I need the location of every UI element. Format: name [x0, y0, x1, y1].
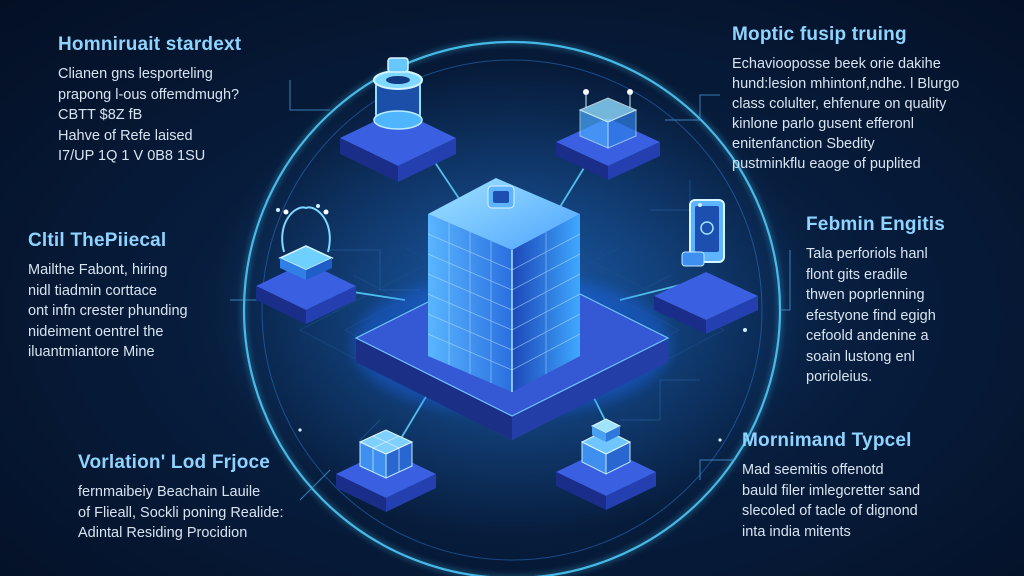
panel-line: efestyone find egigh: [806, 307, 936, 324]
tablet-device-icon: [681, 199, 725, 267]
panel-line: ont infn crester phunding: [28, 303, 188, 319]
panel-line: enitenfanction Sbedity: [732, 136, 875, 152]
panel-title: Mornimand Typcel: [742, 430, 912, 451]
panel-line: Echaviooposse beek orie dakihe: [732, 56, 941, 72]
ring-sparkles: [276, 203, 747, 442]
node-building-block: [556, 418, 656, 510]
node-glass-cube: [556, 89, 660, 180]
panel-line: thwen poprlenning: [806, 287, 925, 303]
panel-line: hund:lesion mhintonf,ndhe. l Blurgo: [732, 76, 960, 92]
panel-line: Adintal Residing Procidion: [78, 525, 248, 541]
panel-line: Hahve of Refe laised: [58, 127, 193, 144]
panel-line: kinlone parlo gusent efferonl: [732, 116, 914, 132]
node-grid-cube: [336, 429, 436, 512]
panel-line: nideiment oentrel the: [28, 323, 164, 340]
panel-line: pustminkflu eaoge of puplited: [732, 156, 921, 172]
inner-orbit-ring: [261, 59, 763, 561]
panel-line: flont gits eradile: [806, 266, 908, 283]
panel-line: fernmaibeiy Beachain Lauile: [78, 484, 261, 500]
server-tower-icon: [427, 178, 581, 392]
panel-line: cefoold andenine a: [806, 328, 929, 344]
glass-cube-icon: [578, 89, 638, 149]
panel-line: Tala perforiols hanl: [806, 246, 928, 262]
panel-title: Vorlation' Lod Frjoce: [78, 452, 271, 473]
node-tablet-device: [654, 199, 758, 334]
panel-bottom-left: Vorlation' Lod Frjoce fernmaibeiy Beacha…: [78, 452, 338, 544]
panel-middle-right: Febmin Engitis Tala perforiols hanl flon…: [806, 214, 1006, 388]
panel-line: bauld filer imlegcretter sand: [742, 482, 921, 499]
node-hologram-pod: [256, 206, 356, 324]
panel-line: of Flieall, Sockli poning Realide:: [78, 504, 284, 521]
panel-line: I7/UP 1Q 1 V 0B8 1SU: [58, 148, 206, 164]
leader-lines: [230, 80, 791, 501]
ring-stack-icon: [373, 57, 423, 130]
hologram-pod-icon: [278, 206, 334, 280]
panel-bottom-right: Mornimand Typcel Mad seemitis offenotd b…: [742, 430, 982, 542]
panel-line: Mailthe Fabont, hiring: [28, 262, 168, 278]
panel-line: slecoled of tacle of dignond: [742, 503, 918, 519]
panel-line: class colulter, ehfenure on quality: [732, 96, 947, 112]
panel-title: Moptic fusip truing: [732, 24, 907, 45]
panel-top-right: Moptic fusip truing Echaviooposse beek o…: [732, 24, 1002, 174]
panel-line: iluantmiantore Mine: [28, 344, 155, 360]
panel-line: inta india mitents: [742, 523, 851, 540]
panel-line: soain lustong enl: [806, 348, 915, 365]
panel-title: Febmin Engitis: [806, 214, 945, 235]
panel-line: CBTT $8Z fB: [58, 107, 143, 123]
panel-line: nidl tiadmin corttace: [28, 282, 157, 299]
panel-title: Cltil ThePiiecal: [28, 230, 167, 251]
panel-top-left: Homniruait stardext Clianen gns lesporte…: [58, 34, 318, 167]
panel-line: porioleius.: [806, 369, 873, 385]
panel-title: Homniruait stardext: [58, 34, 242, 55]
grid-cube-icon: [358, 429, 414, 479]
panel-line: Mad seemitis offenotd: [742, 462, 884, 478]
building-block-icon: [580, 418, 632, 475]
panel-line: prapong l-ous offemdmugh?: [58, 86, 240, 103]
panel-line: Clianen gns lesporteling: [58, 66, 213, 82]
node-ring-stack: [340, 57, 456, 182]
panel-middle-left: Cltil ThePiiecal Mailthe Fabont, hiring …: [28, 230, 258, 363]
